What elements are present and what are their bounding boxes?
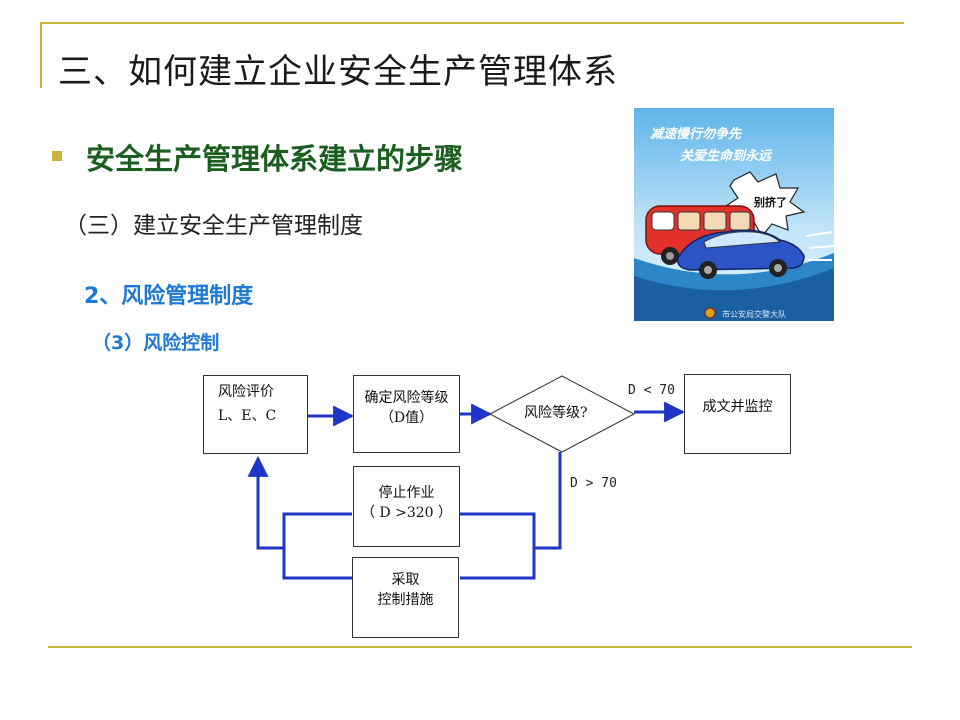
- condition-low-label: D < 70: [628, 383, 675, 398]
- poster-line-2: 关爱生命到永远: [680, 148, 773, 164]
- item-heading: （3）风险控制: [92, 332, 220, 354]
- decision-label: 风险等级?: [524, 405, 588, 421]
- arrow-back-to-assess: [247, 455, 284, 550]
- connector-decision-down: [534, 452, 562, 550]
- traffic-safety-poster: 减速慢行勿争先 关爱生命到永远 别挤了 市公安局交警大队: [634, 108, 834, 321]
- poster-footer: 市公安局交警大队: [722, 309, 786, 319]
- top-rule: [40, 22, 904, 24]
- slide-title: 三、如何建立企业安全生产管理体系: [58, 52, 618, 92]
- risk-assessment-label: 风险评价: [218, 384, 274, 400]
- stop-work-label: 停止作业: [378, 485, 435, 501]
- decision-diamond: [488, 375, 636, 453]
- poster-line-1: 减速慢行勿争先: [650, 126, 742, 142]
- stop-work-condition: （ D >320 ）: [360, 505, 453, 521]
- left-rule: [40, 22, 42, 88]
- document-monitor-box: 成文并监控: [684, 374, 791, 454]
- square-bullet-icon: [52, 151, 62, 161]
- section-heading: 安全生产管理体系建立的步骤: [86, 142, 464, 176]
- control-measures-box: 采取 控制措施: [352, 557, 459, 638]
- control-measures-line2: 控制措施: [377, 592, 434, 608]
- determine-grade-box: 确定风险等级 （D值）: [353, 375, 460, 453]
- control-measures-line1: 采取: [391, 572, 420, 588]
- condition-high-label: D > 70: [570, 476, 617, 491]
- poster-bubble-text: 别挤了: [753, 195, 787, 209]
- risk-assessment-factors: L、E、C: [218, 408, 277, 424]
- determine-grade-dvalue: （D值）: [379, 410, 434, 426]
- determine-grade-label: 确定风险等级: [364, 390, 449, 406]
- risk-assessment-box: 风险评价 L、E、C: [203, 375, 308, 454]
- stop-work-box: 停止作业 （ D >320 ）: [353, 466, 460, 547]
- document-monitor-label: 成文并监控: [702, 399, 773, 415]
- sub-subsection-heading: 2、风险管理制度: [84, 284, 254, 309]
- connector-right-bracket: [460, 512, 536, 580]
- connector-left-bracket: [282, 512, 352, 580]
- bottom-rule: [48, 646, 912, 648]
- subsection-heading: （三）建立安全生产管理制度: [64, 213, 363, 239]
